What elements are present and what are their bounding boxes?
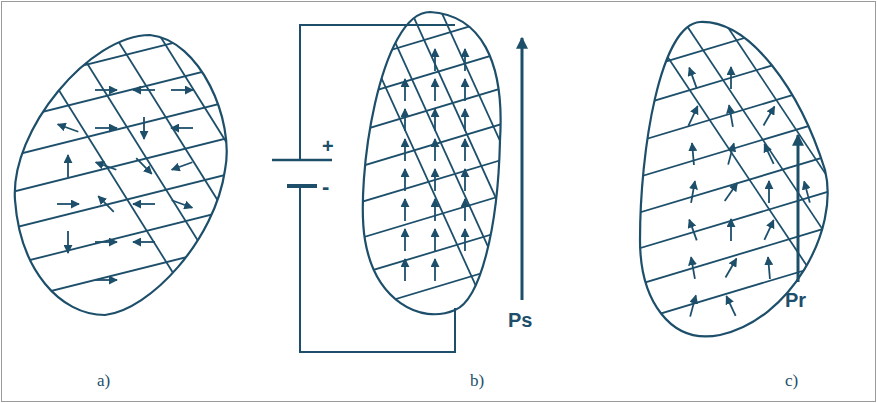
- panel-label: c): [785, 372, 798, 389]
- dipole-arrow: [133, 89, 155, 91]
- dipole-arrow: [133, 241, 155, 243]
- dipole-arrow: [67, 231, 69, 253]
- polarity-sign: +: [322, 136, 334, 156]
- domain-wall: [0, 206, 245, 267]
- crystal-grain: [345, 0, 590, 340]
- dipole-arrow: [95, 127, 117, 129]
- domain-wall: [625, 44, 845, 110]
- dipole-arrow: [692, 143, 694, 165]
- dipole-arrow: [804, 181, 810, 202]
- dipole-arrow: [58, 124, 79, 132]
- dipole-arrow: [726, 296, 735, 316]
- domain-wall: [150, 20, 344, 330]
- dipole-arrow: [691, 181, 695, 203]
- domain-wall: [0, 98, 245, 159]
- dipole-arrow: [689, 220, 697, 241]
- polarization-arrow: [797, 135, 800, 282]
- polarity-sign: -: [322, 176, 329, 198]
- domain-wall: [675, 8, 877, 350]
- dipole-arrow: [768, 181, 770, 203]
- dipole-arrow: [691, 257, 695, 279]
- panel-label: a): [97, 372, 110, 389]
- panel-label: b): [470, 372, 484, 389]
- domain-wall: [345, 0, 500, 340]
- domain-wall: [105, 20, 299, 330]
- domain-wall: [625, 115, 845, 181]
- dipole-arrow: [726, 258, 737, 277]
- domain-wall: [625, 187, 845, 253]
- domain-wall: [625, 151, 845, 217]
- dipole-arrow: [768, 257, 770, 279]
- dipole-arrow: [172, 162, 193, 170]
- dipole-arrow: [95, 241, 117, 243]
- dipole-arrow: [690, 295, 696, 316]
- dipole-arrow: [729, 105, 733, 127]
- crystal-grain: [625, 8, 877, 350]
- battery-plate: [287, 184, 317, 188]
- domain-wall: [0, 25, 245, 86]
- polarization-label: Ps: [508, 310, 532, 330]
- dipole-arrow: [95, 89, 117, 91]
- crystal-grain: [0, 20, 344, 330]
- dipole-arrow: [95, 279, 117, 281]
- dipole-arrow: [98, 196, 114, 212]
- dipole-arrow: [96, 162, 117, 170]
- domain-wall: [715, 8, 877, 350]
- dipole-arrow: [764, 144, 773, 164]
- dipole-arrow: [136, 158, 152, 174]
- domain-wall: [755, 8, 877, 350]
- polarization-label: Pr: [785, 290, 806, 310]
- domain-wall: [625, 258, 845, 324]
- dipole-arrow: [57, 203, 79, 205]
- polarization-arrow: [521, 38, 524, 300]
- dipole-arrow: [172, 200, 193, 208]
- dipole-arrow: [730, 219, 732, 241]
- dipole-arrow: [728, 143, 734, 164]
- dipole-arrow: [171, 127, 193, 129]
- dipole-arrow: [133, 203, 155, 205]
- dipole-arrow: [764, 220, 773, 240]
- battery-plate: [272, 159, 332, 162]
- domain-wall: [625, 8, 845, 74]
- dipole-arrow: [67, 155, 69, 177]
- dipole-arrow: [171, 89, 193, 91]
- dipole-arrow: [688, 106, 697, 126]
- dipole-arrow: [725, 183, 738, 201]
- dipole-arrow: [730, 67, 732, 89]
- dipole-arrow: [689, 68, 697, 89]
- dipole-arrow: [143, 117, 145, 139]
- dipole-arrow: [764, 106, 775, 125]
